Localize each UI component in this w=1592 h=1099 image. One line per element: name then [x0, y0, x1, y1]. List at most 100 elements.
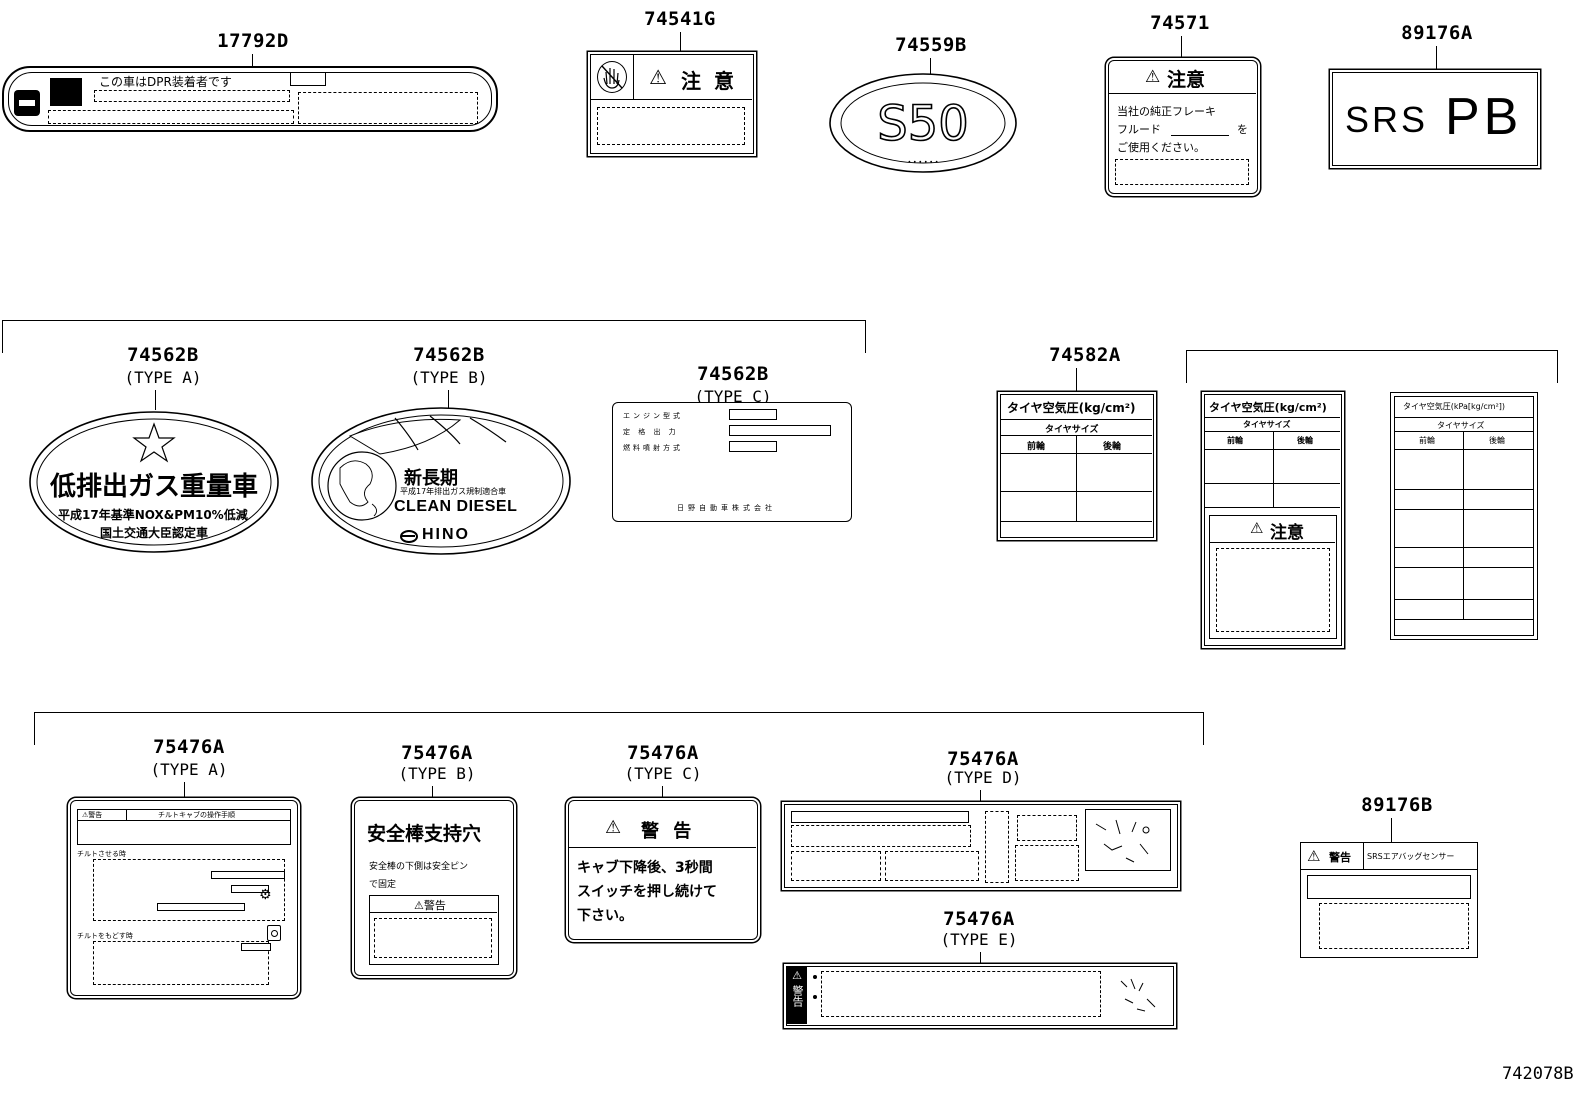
caution-title: 注意: [1167, 69, 1206, 91]
label-line-2: スイッチを押し続けて: [577, 884, 717, 900]
type-label: (TYPE E): [940, 930, 1018, 949]
warning-icon: ⚠: [1307, 847, 1321, 865]
group-bracket: [2, 320, 866, 353]
label-75476A-type-a: ⚠警告 チルトキャブの操作手順 チルトさせる時 ⚙ チルトをもどす時: [70, 800, 298, 996]
tire-pressure-title: タイヤ空気圧(kg/cm²): [1209, 401, 1327, 414]
small-diagram: [1113, 973, 1165, 1017]
warning-panel: ⚠警告: [369, 895, 499, 965]
step-bar: [211, 871, 285, 879]
label-title: 低排出ガス重量車: [50, 472, 259, 502]
label-inner-border: [8, 72, 492, 126]
type-label: (TYPE B): [398, 764, 476, 783]
part-number-74582A: 74582A: [1049, 344, 1121, 366]
part-number-74562B-A: 74562B: [127, 344, 199, 366]
front-wheel-label: 前輪: [1419, 436, 1435, 445]
svg-text:• • • • • •: • • • • • •: [908, 159, 939, 166]
header-text: チルトキャブの操作手順: [158, 811, 235, 819]
warning-icon: ⚠: [792, 969, 802, 982]
rated-output-field: [729, 425, 831, 436]
s50-text: S50: [877, 96, 969, 152]
text-placeholder: [93, 941, 269, 985]
type-label: (TYPE C): [694, 387, 772, 406]
injection-field: [729, 441, 777, 452]
leader-line: [1391, 818, 1392, 844]
row-label-3: 燃料噴射方式: [623, 444, 683, 452]
label-75476A-type-e: ⚠ 警告: [786, 966, 1174, 1026]
label-74562B-type-b: 新長期 平成17年排出ガス規制適合車 CLEAN DIESEL HINO: [310, 406, 572, 556]
tire-size-label: タイヤサイズ: [1243, 420, 1291, 429]
clean-diesel-text: CLEAN DIESEL: [394, 498, 518, 515]
part-number-17792D: 17792D: [217, 30, 289, 52]
text-placeholder: [985, 811, 1009, 883]
text-line-2: フルード: [1117, 123, 1161, 136]
header-bar: [791, 811, 969, 823]
header-text: SRSエアバッグセンサー: [1367, 852, 1455, 861]
caution-title: 注 意: [681, 69, 737, 93]
label-line-1: 安全棒の下側は安全ピン: [369, 862, 469, 872]
front-wheel-label: 前輪: [1027, 442, 1046, 452]
label-89176B: ⚠ 警告 SRSエアバッグセンサー: [1300, 842, 1478, 958]
label-75476A-type-c: ⚠ 警 告 キャブ下降後、3秒間 スイッチを押し続けて 下さい。: [568, 800, 758, 940]
warning-icon: ⚠: [605, 817, 622, 838]
group-bracket: [1186, 350, 1558, 383]
text-placeholder: [48, 110, 294, 124]
warning-title: 警告: [1329, 851, 1351, 864]
tire-size-label: タイヤサイズ: [1437, 421, 1485, 430]
leader-line: [252, 54, 253, 68]
label-74582A: タイヤ空気圧(kg/cm²) タイヤサイズ 前輪 後輪: [1000, 394, 1154, 538]
warning-icon: ⚠: [1250, 519, 1264, 537]
label-74541G: ⚠ 注 意: [590, 54, 754, 154]
leader-line: [930, 58, 931, 74]
leader-line: [680, 32, 681, 54]
label-line-2: で固定: [369, 880, 397, 890]
text-placeholder: [597, 107, 745, 145]
label-17792D: この車はDPR装着者です: [2, 66, 498, 132]
label-74582A-variant-b: タイヤ空気圧(kg/cm²) タイヤサイズ 前輪 後輪 ⚠ 注意: [1204, 394, 1342, 646]
small-box: [290, 72, 326, 86]
part-number-75476A-B: 75476A: [401, 742, 473, 764]
leader-line: [980, 790, 981, 804]
hino-logo-icon: [400, 530, 418, 543]
manufacturer-text: 日野自動車株式会社: [677, 504, 776, 512]
warning-icon: ⚠: [649, 65, 667, 89]
front-wheel-label: 前輪: [1227, 436, 1243, 445]
dpr-icon: [14, 90, 40, 116]
star-icon: [132, 422, 176, 463]
label-title: 新長期: [404, 468, 458, 489]
diagram-id: 742078B: [1502, 1064, 1574, 1084]
warning-text: 警告: [791, 985, 804, 1007]
type-label: (TYPE C): [624, 764, 702, 783]
step-1-label: チルトさせる時: [77, 850, 126, 858]
text-placeholder: [821, 971, 1101, 1017]
text-frame: [1307, 875, 1471, 899]
label-title: 安全棒支持穴: [367, 823, 482, 845]
srs-text: SRS: [1345, 99, 1429, 140]
text-line-1: 当社の純正フレーキ: [1117, 105, 1216, 118]
label-line-1: 平成17年基準NOX&PM10%低減: [58, 508, 248, 522]
text-placeholder: [1216, 548, 1330, 632]
row-label-2: 定 格 出 力: [623, 428, 679, 436]
label-74582A-variant-c: タイヤ空気圧(kPa[kg/cm²]) タイヤサイズ 前輪 後輪: [1390, 392, 1538, 640]
label-line-3: 下さい。: [577, 908, 633, 924]
text-placeholder: [93, 859, 285, 921]
leader-line: [1076, 368, 1077, 392]
bullet-dot: [813, 995, 817, 999]
part-number-89176B: 89176B: [1361, 794, 1433, 816]
tire-pressure-title: タイヤ空気圧(kPa[kg/cm²]): [1403, 402, 1506, 411]
type-label: (TYPE B): [410, 368, 488, 387]
type-label: (TYPE A): [150, 760, 228, 779]
label-74571: ⚠ 注意 当社の純正フレーキ フルード を ご使用ください。: [1108, 60, 1258, 194]
part-number-75476A-A: 75476A: [153, 736, 225, 758]
pb-text: PB: [1445, 88, 1523, 146]
leader-line: [1181, 36, 1182, 58]
part-number-74571: 74571: [1150, 12, 1210, 34]
rear-wheel-label: 後輪: [1297, 436, 1313, 445]
bullet-dot: [813, 975, 817, 979]
text-placeholder: [298, 92, 478, 124]
label-subtitle: 平成17年排出ガス規制適合車: [400, 487, 507, 496]
warning-title: 警 告: [641, 821, 696, 842]
row-label-1: エンジン型式: [623, 412, 683, 420]
part-number-75476A-E: 75476A: [943, 908, 1015, 930]
text-placeholder: [94, 90, 290, 102]
warning-strip: ⚠ 警告: [787, 967, 807, 1024]
